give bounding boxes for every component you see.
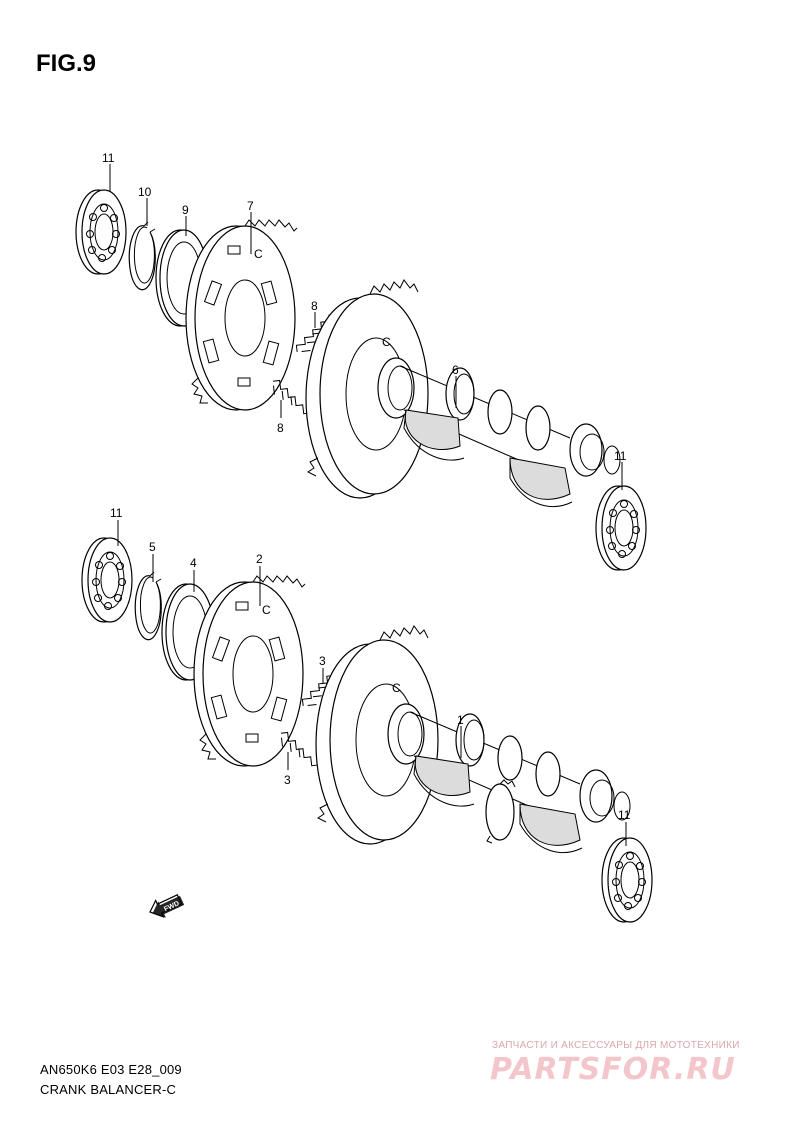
circlip-10 (128, 221, 156, 291)
model-code: AN650K6 E03 E28_009 (40, 1062, 182, 1077)
bearing-11-upper-left (75, 189, 127, 275)
section-name: CRANK BALANCER-C (40, 1082, 177, 1097)
balancer-shaft-6 (305, 279, 621, 508)
callout-6: 6 (452, 363, 459, 377)
driven-gear-7 (185, 219, 298, 411)
shaft-1-drive-gear (485, 783, 515, 841)
lower-assembly: 11 5 4 2 3 3 1 11 (81, 506, 653, 923)
callout-8-bottom: 8 (277, 421, 284, 435)
balancer-shaft-1 (315, 625, 631, 854)
callout-2: 2 (256, 552, 263, 566)
upper-assembly: 11 10 9 7 8 8 6 11 (75, 151, 647, 571)
callout-7: 7 (247, 199, 254, 213)
callout-3-top: 3 (319, 654, 326, 668)
bearing-11-upper-right (595, 485, 647, 571)
callout-11-lower: 11 (110, 506, 123, 520)
callout-10: 10 (138, 185, 152, 199)
bearing-11-lower-left (81, 537, 133, 623)
callout-11: 11 (102, 151, 115, 165)
watermark-tagline: ЗАПЧАСТИ И АКСЕССУАРЫ ДЛЯ МОТОТЕХНИКИ (492, 1040, 740, 1051)
callout-8-top: 8 (311, 299, 318, 313)
figure-title: FIG.9 (36, 50, 97, 77)
fwd-arrow-icon: FWD (149, 894, 185, 918)
callout-4: 4 (190, 556, 197, 570)
circlip-5 (134, 571, 162, 641)
callout-1: 1 (457, 713, 464, 727)
callout-9: 9 (182, 203, 189, 217)
callout-3-bottom: 3 (284, 773, 291, 787)
bearing-11-lower-right (601, 837, 653, 923)
callout-11-lower-right: 11 (618, 808, 631, 822)
watermark-brand: PARTSFOR.RU (490, 1052, 736, 1087)
callout-5: 5 (149, 540, 156, 554)
callout-11-right: 11 (614, 449, 627, 463)
